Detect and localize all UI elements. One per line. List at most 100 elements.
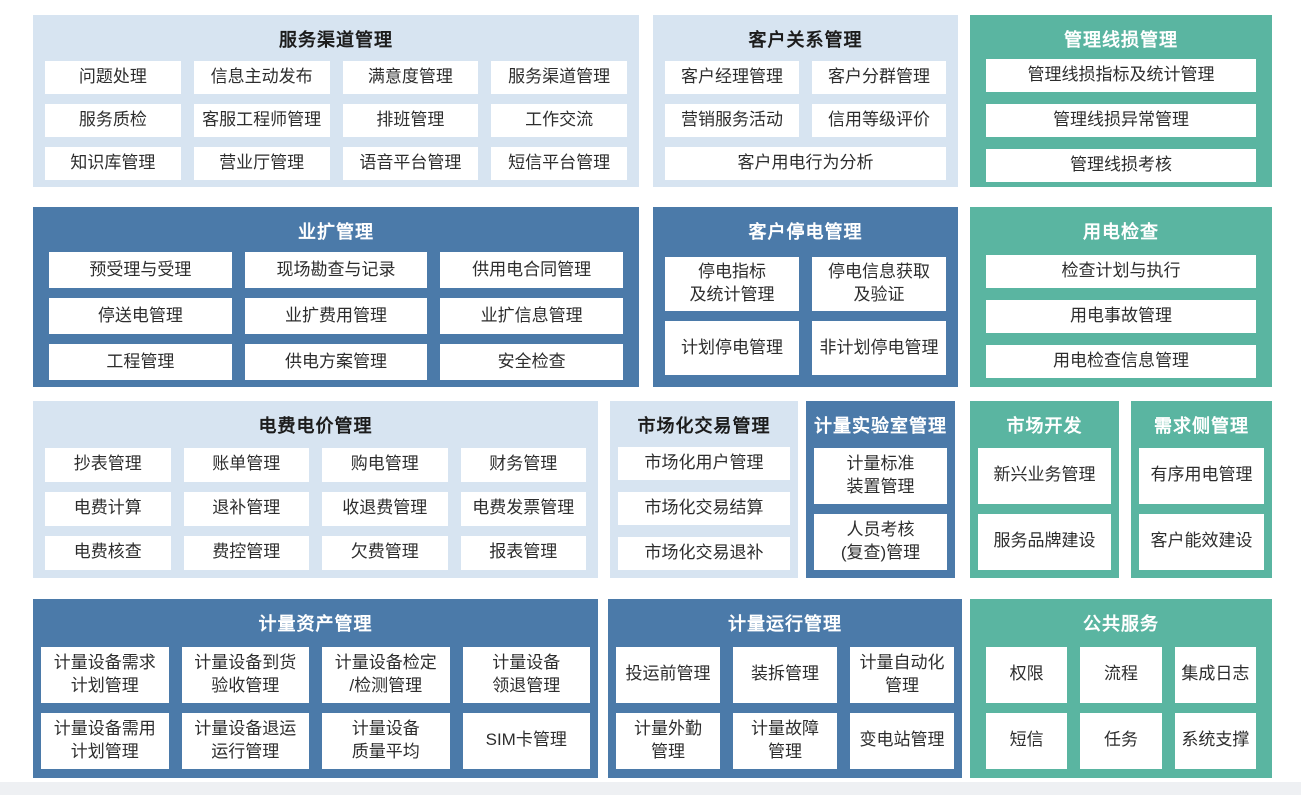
module-item: 计量外勤 管理	[616, 712, 720, 769]
module-item: 退补管理	[183, 491, 309, 526]
module-item: 信用等级评价	[812, 103, 946, 137]
panel-title-market-dev: 市场开发	[1006, 416, 1083, 436]
module-item: 用电检查信息管理	[986, 344, 1256, 378]
panel-title-service-channel: 服务渠道管理	[279, 30, 393, 50]
module-item: 管理线损考核	[986, 149, 1256, 182]
panel-title-tariff: 电费电价管理	[258, 416, 373, 436]
module-item: 问题处理	[45, 60, 181, 94]
module-item: 服务质检	[45, 103, 181, 137]
panel-items: 检查计划与执行 用电事故管理 用电检查信息管理	[970, 251, 1272, 387]
module-item: 停送电管理	[49, 298, 232, 334]
module-item: 管理线损指标及统计管理	[986, 59, 1256, 92]
panel-items: 新兴业务管理 服务品牌建设	[970, 445, 1119, 578]
panel-items: 管理线损指标及统计管理 管理线损异常管理 管理线损考核	[970, 59, 1272, 188]
module-item: 服务品牌建设	[978, 513, 1111, 570]
module-item: 非计划停电管理	[812, 321, 946, 375]
module-item: 客户分群管理	[812, 60, 946, 94]
panel-public-service: 公共服务 权限 流程 集成日志 短信 任务 系统支撑	[970, 599, 1272, 778]
module-item: 客服工程师管理	[193, 103, 330, 137]
panel-items: 投运前管理 装拆管理 计量自动化 管理 计量外勤 管理 计量故障 管理 变电站管…	[608, 643, 962, 778]
panel-demand-side: 需求侧管理 有序用电管理 客户能效建设	[1131, 401, 1272, 578]
module-item: 计量设备到货 验收管理	[181, 646, 309, 703]
module-item: 报表管理	[460, 535, 586, 570]
panel-title-market-trade: 市场化交易管理	[637, 416, 771, 436]
panel-customer-relation: 客户关系管理 客户经理管理 客户分群管理 营销服务活动 信用等级评价 客户用电行…	[653, 15, 958, 187]
module-item: 人员考核 (复查)管理	[814, 513, 947, 570]
module-item: 短信平台管理	[491, 146, 627, 180]
module-item: 费控管理	[183, 535, 309, 570]
panel-title-business-expansion: 业扩管理	[298, 222, 374, 242]
panel-metering-lab: 计量实验室管理 计量标准 装置管理 人员考核 (复查)管理	[806, 401, 955, 578]
module-item: 客户用电行为分析	[665, 146, 946, 180]
module-item: 短信	[986, 712, 1068, 769]
panel-items: 停电指标 及统计管理 停电信息获取 及验证 计划停电管理 非计划停电管理	[653, 251, 958, 387]
panel-title-customer-outage: 客户停电管理	[748, 222, 863, 242]
panel-title-metering-asset: 计量资产管理	[258, 614, 373, 634]
module-item: 检查计划与执行	[986, 254, 1256, 288]
module-item: 计量标准 装置管理	[814, 447, 947, 504]
module-item: 现场勘查与记录	[244, 252, 428, 288]
panel-title-line-loss: 管理线损管理	[1064, 30, 1178, 50]
module-item: 装拆管理	[733, 646, 837, 703]
module-item: 停电信息获取 及验证	[812, 257, 946, 311]
module-item: 电费核查	[45, 535, 171, 570]
module-item: 账单管理	[183, 447, 309, 482]
module-item: 系统支撑	[1174, 712, 1256, 769]
panel-metering-asset: 计量资产管理 计量设备需求 计划管理 计量设备到货 验收管理 计量设备检定 /检…	[33, 599, 598, 778]
module-item: 预受理与受理	[49, 252, 232, 288]
module-item: 知识库管理	[45, 146, 181, 180]
module-item: 流程	[1080, 646, 1162, 703]
module-item: 服务渠道管理	[491, 60, 627, 94]
module-item: 计量设备检定 /检测管理	[322, 646, 450, 703]
panel-items: 计量标准 装置管理 人员考核 (复查)管理	[806, 445, 955, 578]
panel-tariff: 电费电价管理 抄表管理 账单管理 购电管理 财务管理 电费计算 退补管理 收退费…	[33, 401, 598, 578]
panel-items: 计量设备需求 计划管理 计量设备到货 验收管理 计量设备检定 /检测管理 计量设…	[33, 643, 598, 778]
panel-business-expansion: 业扩管理 预受理与受理 现场勘查与记录 供用电合同管理 停送电管理 业扩费用管理…	[33, 207, 639, 387]
module-item: 计划停电管理	[665, 321, 799, 375]
module-item: 任务	[1080, 712, 1162, 769]
module-item: 变电站管理	[850, 712, 954, 769]
module-item: 排班管理	[342, 103, 479, 137]
module-item: 市场化交易退补	[618, 537, 790, 570]
module-item: 计量设备退运 运行管理	[181, 712, 309, 769]
panel-line-loss: 管理线损管理 管理线损指标及统计管理 管理线损异常管理 管理线损考核	[970, 15, 1272, 187]
module-item: 抄表管理	[45, 447, 171, 482]
module-item: 营业厅管理	[193, 146, 330, 180]
module-item: SIM卡管理	[462, 712, 590, 769]
module-item: 安全检查	[440, 344, 623, 380]
panel-title-demand-side: 需求侧管理	[1154, 416, 1249, 436]
module-item: 市场化用户管理	[618, 447, 790, 480]
panel-title-power-inspection: 用电检查	[1083, 222, 1159, 242]
module-item: 语音平台管理	[342, 146, 479, 180]
panel-items: 抄表管理 账单管理 购电管理 财务管理 电费计算 退补管理 收退费管理 电费发票…	[33, 445, 598, 578]
module-item: 收退费管理	[322, 491, 448, 526]
module-item: 计量设备 领退管理	[462, 646, 590, 703]
module-item: 电费发票管理	[460, 491, 586, 526]
panel-market-dev: 市场开发 新兴业务管理 服务品牌建设	[970, 401, 1119, 578]
module-item: 信息主动发布	[193, 60, 330, 94]
module-item: 供电方案管理	[244, 344, 428, 380]
panel-items: 客户经理管理 客户分群管理 营销服务活动 信用等级评价 客户用电行为分析	[653, 59, 958, 187]
module-item: 权限	[986, 646, 1068, 703]
module-item: 购电管理	[322, 447, 448, 482]
module-item: 供用电合同管理	[440, 252, 623, 288]
module-item: 用电事故管理	[986, 299, 1256, 333]
module-item: 停电指标 及统计管理	[665, 257, 799, 311]
module-item: 计量设备需求 计划管理	[41, 646, 169, 703]
module-item: 计量设备需用 计划管理	[41, 712, 169, 769]
panel-items: 预受理与受理 现场勘查与记录 供用电合同管理 停送电管理 业扩费用管理 业扩信息…	[33, 251, 639, 387]
module-item: 工作交流	[491, 103, 627, 137]
module-item: 客户经理管理	[665, 60, 799, 94]
module-item: 市场化交易结算	[618, 492, 790, 525]
module-item: 计量设备 质量平均	[322, 712, 450, 769]
module-item: 财务管理	[460, 447, 586, 482]
panel-title-metering-lab: 计量实验室管理	[814, 416, 947, 436]
panel-items: 问题处理 信息主动发布 满意度管理 服务渠道管理 服务质检 客服工程师管理 排班…	[33, 59, 639, 187]
module-item: 管理线损异常管理	[986, 104, 1256, 137]
module-item: 客户能效建设	[1139, 513, 1264, 570]
module-item: 电费计算	[45, 491, 171, 526]
panel-title-metering-operation: 计量运行管理	[728, 614, 842, 634]
panel-items: 有序用电管理 客户能效建设	[1131, 445, 1272, 578]
bottom-strip	[0, 782, 1301, 795]
